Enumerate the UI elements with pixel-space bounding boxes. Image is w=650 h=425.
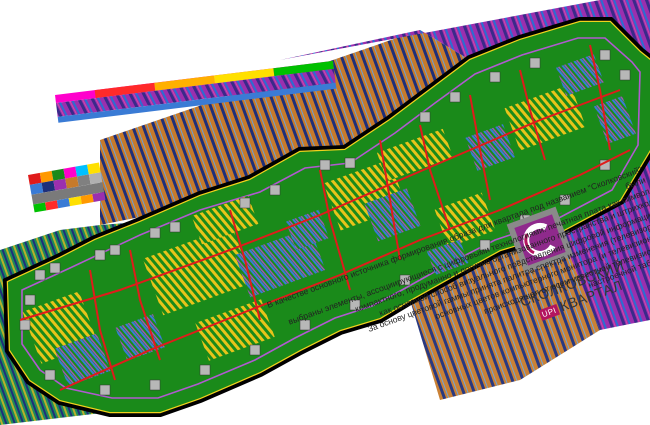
- red-traces: [19, 44, 631, 391]
- skolkovo-logo-icon: [505, 206, 574, 275]
- board-yellow-border: [6, 20, 650, 414]
- color-swatch-chart: [28, 162, 106, 213]
- spectrum-barcode: [55, 60, 337, 123]
